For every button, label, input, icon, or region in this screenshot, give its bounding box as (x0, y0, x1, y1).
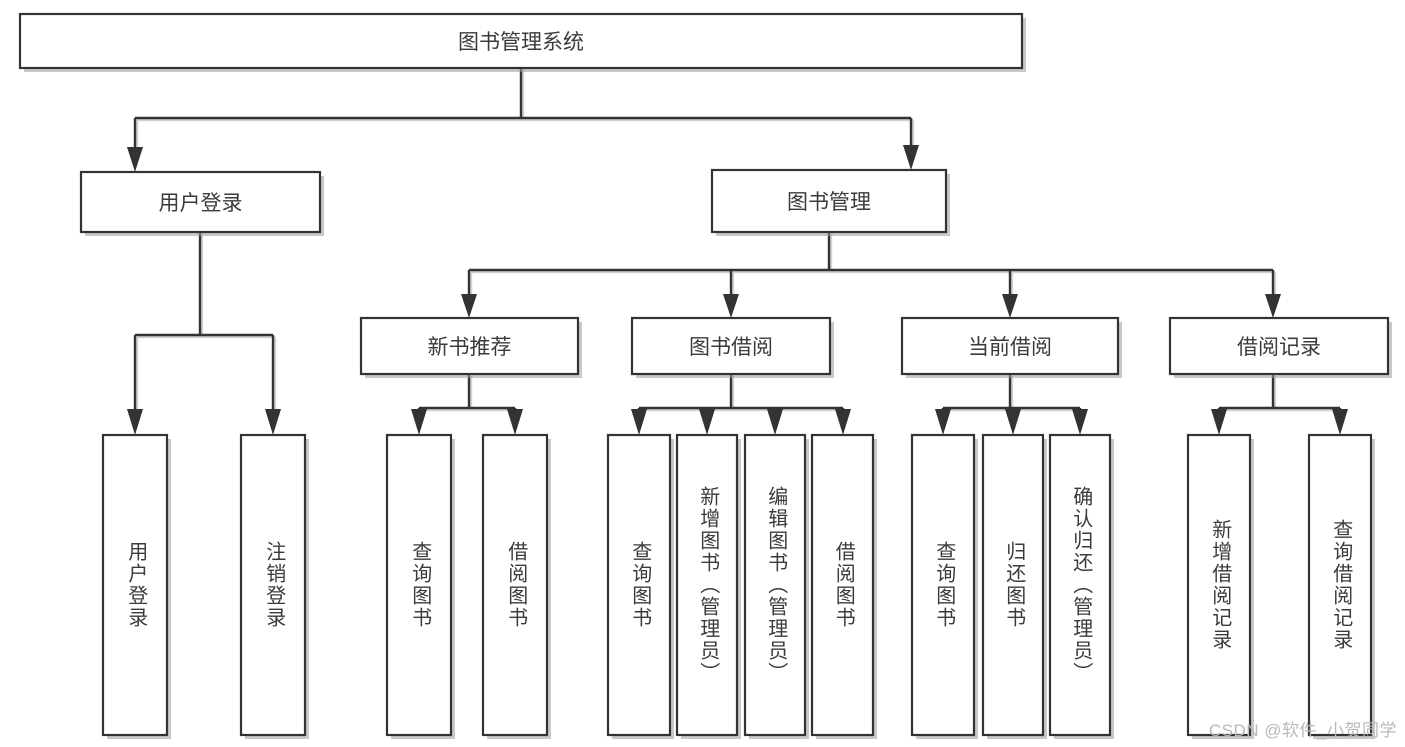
leaf-confirm-return[interactable] (1048, 433, 1114, 739)
edge-currentborrow-to-leaves (935, 374, 1088, 435)
leaf-user-login[interactable] (101, 433, 171, 739)
leaf-add-record[interactable] (1186, 433, 1254, 739)
leaf-logout[interactable] (239, 433, 309, 739)
edge-bookborrow-to-leaves (631, 374, 851, 435)
node-root[interactable] (18, 12, 1026, 72)
leaf-edit-book[interactable] (743, 433, 809, 739)
leaf-query-record[interactable] (1307, 433, 1375, 739)
leaf-query-book-2[interactable] (606, 433, 674, 739)
edge-newbook-to-leaves (411, 374, 523, 435)
node-book-borrow[interactable] (630, 316, 834, 378)
edge-userlogin-to-leaves (127, 232, 281, 435)
node-user-login[interactable] (79, 170, 324, 236)
edge-borrowrecord-to-leaves (1211, 374, 1348, 435)
leaf-query-book-3[interactable] (910, 433, 978, 739)
node-layer (18, 12, 1392, 739)
edge-root-to-level1 (127, 68, 919, 172)
edge-bookmgmt-to-level2 (461, 232, 1281, 318)
node-current-borrow[interactable] (900, 316, 1122, 378)
node-borrow-record[interactable] (1168, 316, 1392, 378)
node-book-management[interactable] (710, 168, 950, 236)
leaf-borrow-book-1[interactable] (481, 433, 551, 739)
leaf-borrow-book-2[interactable] (810, 433, 877, 739)
leaf-return-book[interactable] (981, 433, 1047, 739)
connector-layer (127, 68, 1348, 435)
leaf-query-book-1[interactable] (385, 433, 455, 739)
node-new-book-recommend[interactable] (359, 316, 582, 378)
leaf-add-book[interactable] (675, 433, 741, 739)
